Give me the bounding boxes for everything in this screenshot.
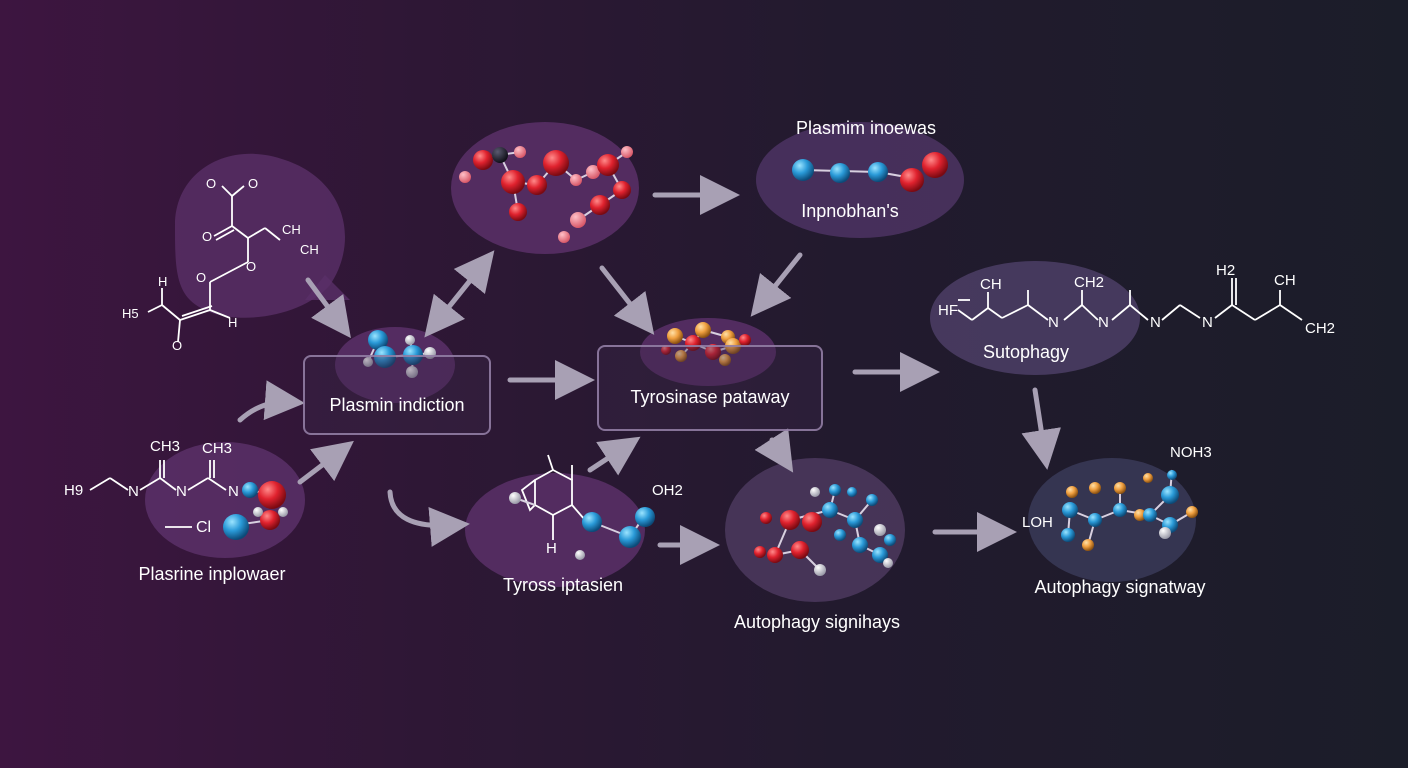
plasmim-inoewas-label: Plasmim inoewas bbox=[795, 118, 937, 138]
arrow-curve-bottom bbox=[387, 489, 470, 547]
arrow-right-down bbox=[750, 252, 803, 317]
blob-bottom-left bbox=[145, 442, 305, 558]
atom-label: CH bbox=[300, 242, 319, 257]
atom-label: OH2 bbox=[652, 482, 683, 499]
molecule-tyross bbox=[509, 492, 655, 560]
atom-label: CH2 bbox=[1074, 274, 1105, 291]
autophagy-signihays-label: Autophagy signihays bbox=[733, 612, 901, 632]
tyrosinase-pathway-label: Tyrosinase pataway bbox=[630, 387, 790, 407]
molecule-bottom-left bbox=[223, 481, 288, 540]
atom-label: HF bbox=[938, 302, 958, 319]
atom-label: N bbox=[128, 483, 139, 500]
atom-label: O bbox=[202, 229, 213, 244]
blob-top-left bbox=[175, 153, 345, 318]
atom-label: N bbox=[1048, 314, 1059, 331]
atom-label: H bbox=[546, 540, 557, 557]
molecule-autophagy-signihays bbox=[754, 484, 896, 576]
atom-label: H bbox=[158, 274, 168, 289]
arrow-sutophagy-down bbox=[1021, 387, 1061, 470]
atom-label: H9 bbox=[64, 482, 84, 499]
atom-label: CH bbox=[282, 222, 301, 237]
plasmin-induction-label: Plasmin indiction bbox=[329, 395, 465, 415]
atom-label: N bbox=[1202, 314, 1213, 331]
blob-induction-top bbox=[335, 327, 455, 403]
atom-label: N bbox=[1098, 314, 1109, 331]
atom-label: N bbox=[176, 483, 187, 500]
atom-label: O bbox=[246, 259, 257, 274]
atom-label: CH2 bbox=[1305, 320, 1336, 337]
blob-bottom-center bbox=[465, 473, 645, 587]
atom-label: O bbox=[248, 176, 259, 191]
molecule-top-center bbox=[459, 146, 633, 243]
atom-label: NOH3 bbox=[1170, 444, 1212, 461]
blob-top-right bbox=[756, 122, 964, 238]
arrows bbox=[237, 175, 1061, 565]
arrow-curve-left bbox=[237, 380, 305, 423]
plasrine-inplowaer-label: Plasrine inplowaer bbox=[138, 564, 286, 584]
atom-label: O bbox=[206, 176, 217, 191]
arrow-bottom-left-up bbox=[297, 440, 354, 485]
molecule-tyrosinase bbox=[661, 322, 751, 366]
tyrosinase-pathway-box: Tyrosinase pataway bbox=[597, 345, 823, 431]
arrow-induction-up bbox=[424, 250, 495, 338]
arrow-center-down bbox=[599, 265, 655, 335]
atom-label: Cl bbox=[196, 519, 212, 536]
sutophagy-label: Sutophagy bbox=[982, 342, 1070, 362]
molecule-far-right bbox=[1061, 469, 1198, 551]
molecule-top-right bbox=[792, 152, 948, 192]
tyross-iptasien-label: Tyross iptasien bbox=[502, 575, 624, 595]
atom-label: H5 bbox=[122, 306, 139, 321]
atom-label: CH bbox=[1274, 272, 1296, 289]
arrow-bottom-center-up bbox=[587, 436, 641, 476]
atom-label: CH3 bbox=[150, 438, 181, 455]
atom-label: H bbox=[228, 315, 238, 330]
plasmin-induction-box: Plasmin indiction bbox=[303, 355, 491, 435]
atom-label: LOH bbox=[1022, 514, 1053, 531]
arrow-tyro-down bbox=[754, 428, 794, 473]
arrow-left-down bbox=[305, 277, 351, 339]
atom-label: CH bbox=[980, 276, 1002, 293]
atom-label: CH3 bbox=[202, 440, 233, 457]
atom-label: H2 bbox=[1216, 262, 1236, 279]
inpnobhans-label: Inpnobhan's bbox=[801, 201, 899, 221]
atom-label: O bbox=[172, 338, 183, 353]
chemical-bonds bbox=[89, 185, 1303, 540]
atom-label: N bbox=[1150, 314, 1161, 331]
atom-label: N bbox=[228, 483, 239, 500]
atom-label: O bbox=[196, 270, 207, 285]
blob-sutophagy bbox=[930, 261, 1140, 375]
autophagy-signatway-label: Autophagy signatway bbox=[1034, 577, 1206, 597]
